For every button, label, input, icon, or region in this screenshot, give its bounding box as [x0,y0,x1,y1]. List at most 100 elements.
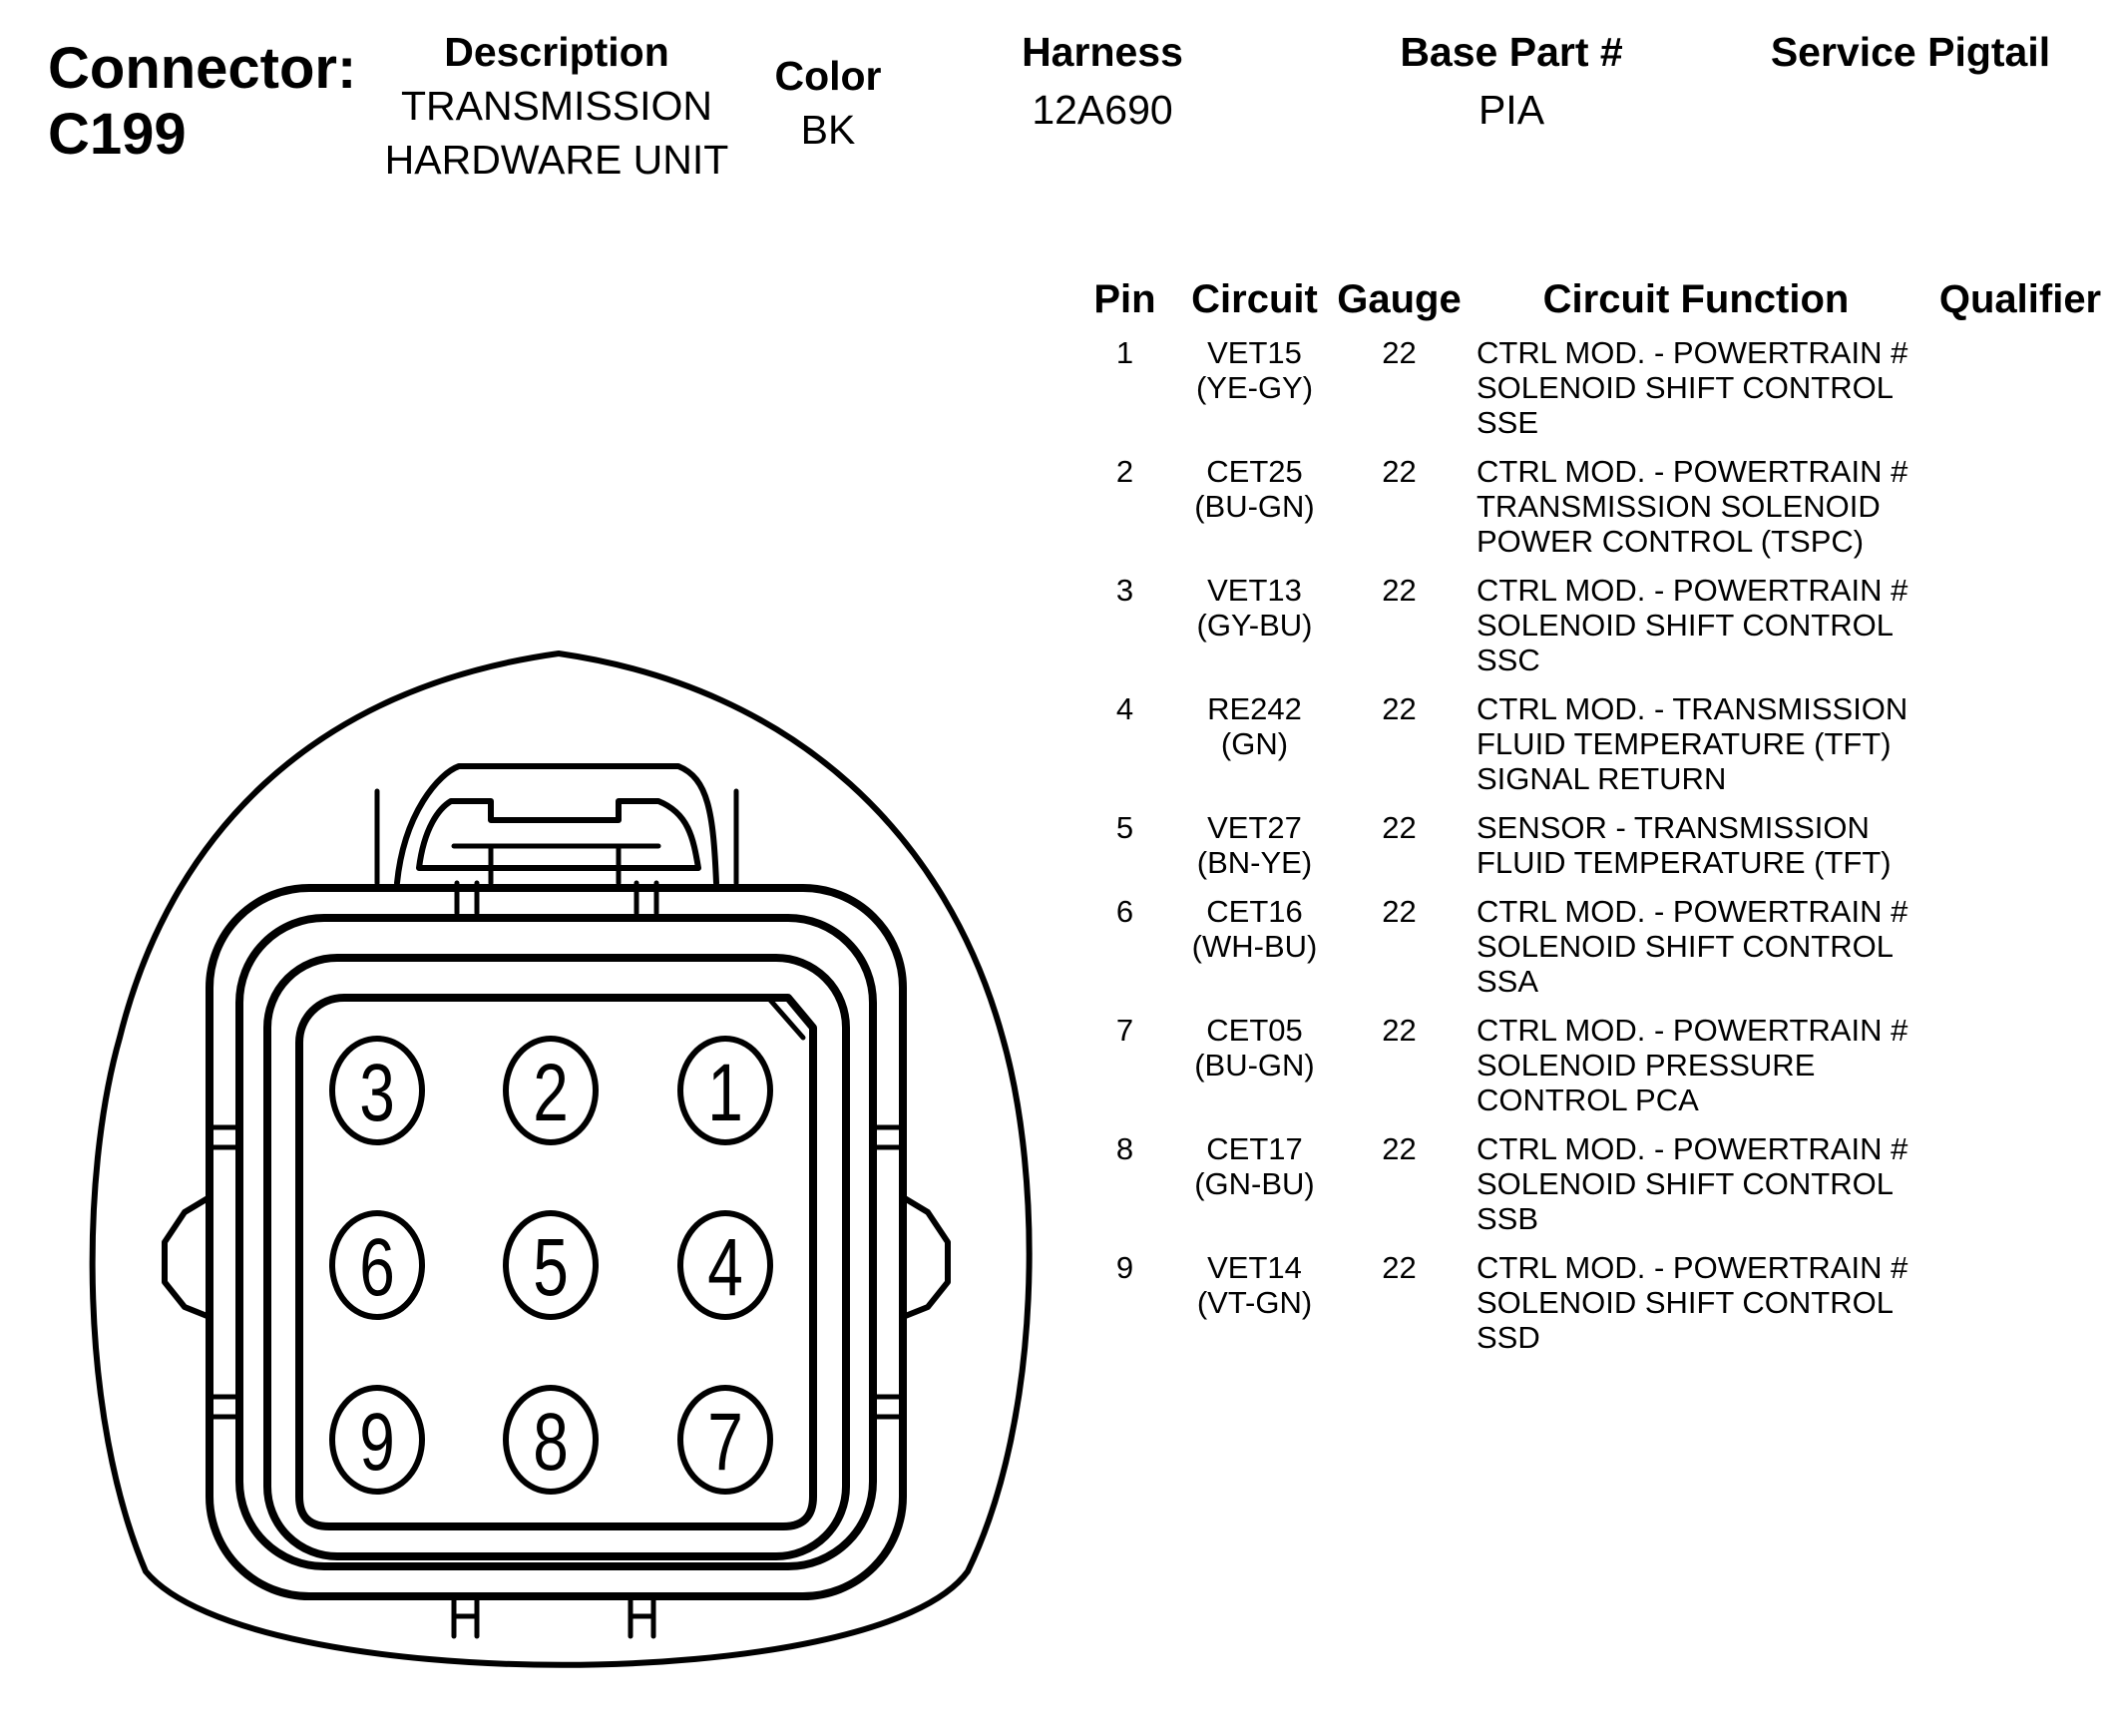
connector-right-tab [900,1194,951,1320]
pin-number: 8 [1115,1131,1134,1166]
circuit-function-line: CTRL MOD. - POWERTRAIN # [1477,1131,1908,1166]
circuit-wire-color: (BN-YE) [1196,845,1313,880]
circuit-header: Circuit [1191,277,1318,321]
circuit-function-line: SSD [1477,1320,1540,1355]
circuit-wire-color: (GY-BU) [1196,608,1313,643]
circuit-wire-color: (VT-GN) [1196,1285,1313,1320]
harness-column: Harness 12A690 [998,28,1207,134]
pin-label-1: 1 [707,1046,743,1138]
pin-number: 6 [1115,894,1134,929]
circuit-code: VET14 [1207,1250,1302,1285]
circuit-code: CET16 [1206,894,1303,929]
wire-gauge: 22 [1382,810,1417,845]
base-part-label: Base Part # [1400,29,1623,75]
wire-gauge: 22 [1382,691,1417,726]
circuit-function-line: CTRL MOD. - POWERTRAIN # [1477,335,1908,370]
service-pigtail-column: Service Pigtail [1756,28,2065,76]
circuit-function-line: SOLENOID SHIFT CONTROL [1477,608,1894,643]
pin-label-8: 8 [533,1395,569,1488]
circuit-wire-color: (BU-GN) [1194,1048,1315,1083]
base-part-column: Base Part # PIA [1377,28,1646,134]
pin-number: 5 [1115,810,1134,845]
circuit-function-line: SIGNAL RETURN [1477,761,1727,796]
circuit-function-line: CTRL MOD. - POWERTRAIN # [1477,454,1908,489]
base-part-value: PIA [1477,87,1545,133]
color-value: BK [800,107,856,153]
connector-latch [374,763,739,916]
pin-label-2: 2 [533,1046,569,1138]
circuit-function-line: SOLENOID SHIFT CONTROL [1477,1285,1894,1320]
circuit-id: VET13(GY-BU) [1172,573,1337,643]
housing-outline-3 [263,954,850,1560]
circuit-function-line: SSA [1477,964,1539,999]
circuit-function-line: SOLENOID SHIFT CONTROL [1477,929,1894,964]
wire-gauge: 22 [1382,1131,1417,1166]
circuit-function-line: SOLENOID PRESSURE [1477,1048,1816,1083]
circuit-function: CTRL MOD. - POWERTRAIN #SOLENOID SHIFT C… [1477,573,1935,677]
pin-cavity-3 [329,1036,425,1145]
pin-label-3: 3 [359,1046,395,1138]
harness-label: Harness [1022,29,1183,75]
circuit-id: CET05(BU-GN) [1172,1013,1337,1083]
description-line-1: TRANSMISSION [400,83,713,129]
harness-value: 12A690 [1032,87,1173,133]
connector-left-tab [162,1194,212,1320]
connector-outer-housing [89,651,1033,1668]
wire-gauge: 22 [1382,335,1417,370]
color-label: Color [774,53,882,99]
circuit-function-line: SSC [1477,643,1540,677]
circuit-function: CTRL MOD. - POWERTRAIN #SOLENOID SHIFT C… [1477,1131,1935,1236]
wire-gauge: 22 [1382,1250,1417,1285]
circuit-wire-color: (YE-GY) [1195,370,1314,405]
circuit-function-line: CTRL MOD. - POWERTRAIN # [1477,1250,1908,1285]
circuit-function: CTRL MOD. - POWERTRAIN #TRANSMISSION SOL… [1477,454,1935,559]
connector-label: Connector: [48,36,357,101]
service-pigtail-label: Service Pigtail [1770,29,2051,75]
circuit-function-line: SENSOR - TRANSMISSION [1477,810,1870,845]
pin-cavity-7 [677,1385,773,1495]
pin-number: 9 [1115,1250,1134,1285]
pin-number: 4 [1115,691,1134,726]
circuit-code: VET13 [1207,573,1302,608]
wire-gauge: 22 [1382,894,1417,929]
circuit-function-header: Circuit Function [1542,277,1850,321]
pin-header: Pin [1093,277,1156,321]
gauge-header: Gauge [1337,277,1462,321]
pin-label-7: 7 [707,1395,743,1488]
circuit-function-line: POWER CONTROL (TSPC) [1477,524,1865,559]
circuit-function-line: SOLENOID SHIFT CONTROL [1477,1166,1894,1201]
circuit-function-line: FLUID TEMPERATURE (TFT) [1477,726,1892,761]
pin-cavity-5 [503,1210,599,1320]
circuit-function-line: TRANSMISSION SOLENOID [1477,489,1881,524]
qualifier-header: Qualifier [1938,277,2102,321]
wire-gauge: 22 [1382,573,1417,608]
circuit-code: VET27 [1207,810,1302,845]
circuit-code: CET17 [1206,1131,1303,1166]
circuit-code: CET25 [1206,454,1303,489]
pin-cavity-9 [329,1385,425,1495]
wire-gauge: 22 [1382,454,1417,489]
pin-label-5: 5 [533,1220,569,1313]
pin-label-4: 4 [707,1220,743,1313]
circuit-function-line: CTRL MOD. - TRANSMISSION [1477,691,1908,726]
circuit-function-line: SSB [1477,1201,1539,1236]
circuit-function-line: CONTROL PCA [1477,1083,1699,1117]
circuit-wire-color: (GN-BU) [1194,1166,1315,1201]
circuit-function-line: FLUID TEMPERATURE (TFT) [1477,845,1892,880]
color-column: Color BK [758,52,898,154]
circuit-id: CET17(GN-BU) [1172,1131,1337,1201]
connector-title: Connector: C199 [48,36,356,168]
circuit-id: VET27(BN-YE) [1172,810,1337,880]
circuit-wire-color: (GN) [1220,726,1289,761]
pin-number: 7 [1115,1013,1134,1048]
circuit-function: CTRL MOD. - POWERTRAIN #SOLENOID SHIFT C… [1477,894,1935,999]
housing-outline-1 [206,884,907,1600]
